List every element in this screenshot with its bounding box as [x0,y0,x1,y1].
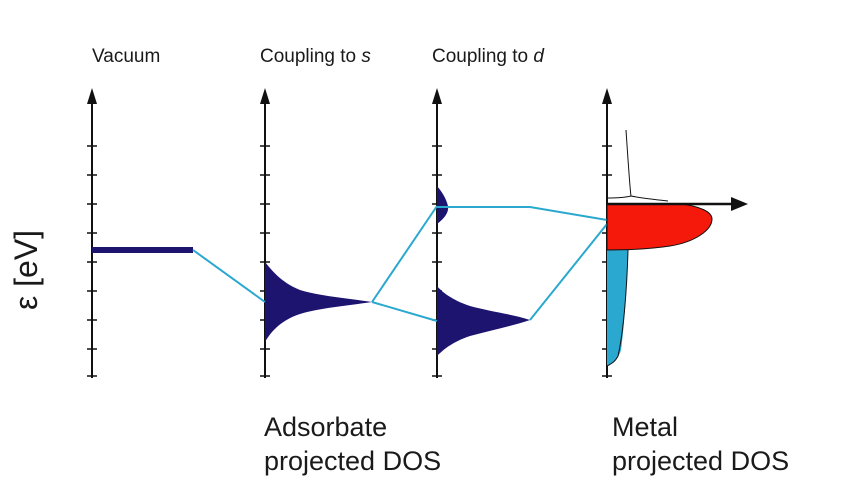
y-axis-label: ε [eV] [8,229,44,310]
adsorbate-dos-s-broadened [265,262,372,342]
metal-dos-occupied [607,250,628,366]
level-connectors [192,205,608,322]
adsorbate-dos-d-antibonding [437,186,449,224]
adsorbate-dos-d-bonding [437,286,530,356]
metal-dos-antibonding [606,203,713,251]
heading-coupling-s: Coupling to s [260,46,371,67]
vacuum-level-bar [92,247,193,253]
heading-vacuum: Vacuum [92,46,161,67]
adsorbate-dos-label: Adsorbate projected DOS [264,412,442,476]
fermi-level-arrow [607,197,748,211]
axis-vacuum [87,88,97,378]
heading-coupling-d: Coupling to d [432,46,544,67]
metal-dos-label: Metal projected DOS [612,412,790,476]
metal-dos-outline [606,129,669,367]
